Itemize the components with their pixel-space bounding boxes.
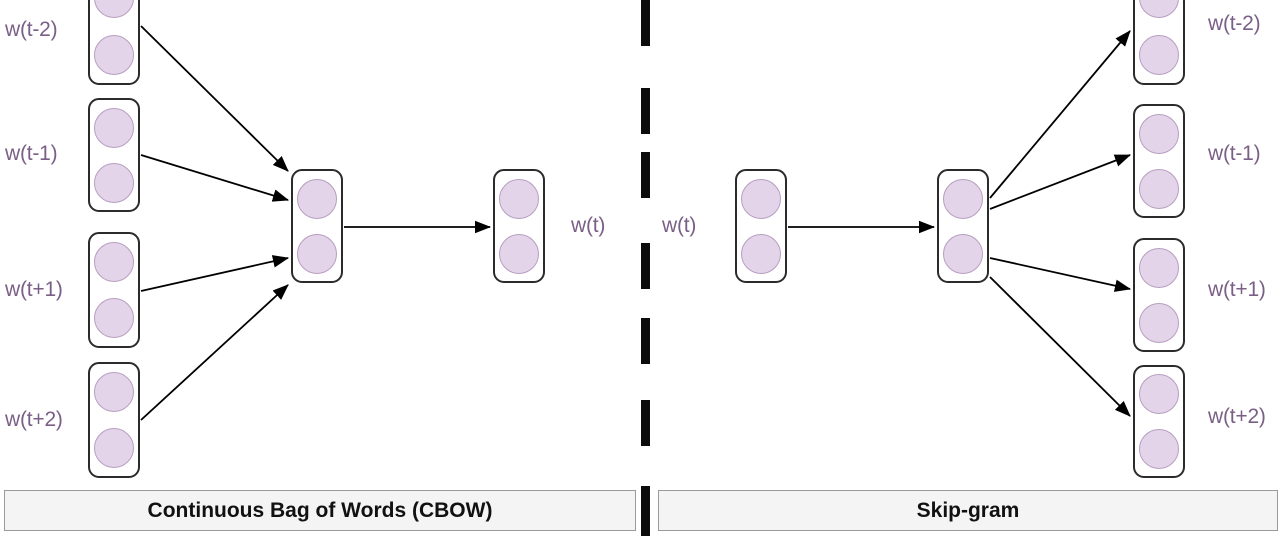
skipgram-caption-bar: Skip-gram — [658, 490, 1278, 531]
cbow-input-label-0: w(t-2) — [5, 18, 58, 41]
cbow-input-box-1[interactable] — [88, 98, 140, 212]
neuron — [94, 428, 134, 468]
skipgram-hidden-box[interactable] — [937, 169, 989, 283]
cbow-input-box-3[interactable] — [88, 362, 140, 478]
skipgram-output-box-3[interactable] — [1133, 365, 1185, 478]
cbow-output-label: w(t) — [571, 214, 606, 237]
divider-dash — [641, 318, 650, 364]
cbow-input-label-1: w(t-1) — [5, 142, 58, 165]
neuron — [1139, 302, 1179, 343]
skipgram-output-box-0[interactable] — [1133, 0, 1185, 85]
neuron — [1139, 0, 1179, 18]
neuron — [94, 34, 134, 75]
cbow-input-to-hidden-arrows — [140, 25, 290, 421]
neuron — [297, 233, 337, 274]
neuron — [94, 162, 134, 203]
skipgram-output-box-1[interactable] — [1133, 104, 1185, 218]
neuron — [741, 233, 781, 274]
cbow-input-label-2: w(t+1) — [5, 278, 63, 301]
cbow-input-box-2[interactable] — [88, 232, 140, 348]
neuron — [1139, 247, 1179, 288]
neuron — [1139, 428, 1179, 469]
skipgram-output-label-0: w(t-2) — [1208, 12, 1261, 35]
neuron — [1139, 168, 1179, 209]
divider-dash — [641, 88, 650, 134]
divider-dash — [641, 243, 650, 289]
skipgram-output-label-1: w(t-1) — [1208, 142, 1261, 165]
cbow-hidden-box[interactable] — [291, 169, 343, 283]
neuron — [1139, 113, 1179, 154]
neuron — [297, 178, 337, 219]
neuron — [94, 298, 134, 338]
skipgram-input-box[interactable] — [735, 169, 787, 283]
neuron — [499, 178, 539, 219]
neuron — [943, 178, 983, 219]
cbow-caption-bar: Continuous Bag of Words (CBOW) — [4, 490, 636, 531]
neuron — [1139, 374, 1179, 415]
divider-dash — [641, 400, 650, 446]
divider-dash — [641, 0, 650, 46]
skipgram-caption-text: Skip-gram — [916, 498, 1020, 522]
skipgram-hidden-to-output-arrows — [989, 30, 1132, 417]
neuron — [1139, 34, 1179, 75]
neuron — [94, 372, 134, 412]
neuron — [94, 107, 134, 148]
skipgram-output-box-2[interactable] — [1133, 238, 1185, 352]
divider-dash — [641, 152, 650, 198]
neuron — [741, 178, 781, 219]
divider-dash — [641, 486, 650, 536]
cbow-input-box-0[interactable] — [88, 0, 140, 85]
skipgram-output-label-2: w(t+1) — [1208, 278, 1266, 301]
neuron — [499, 233, 539, 274]
skipgram-output-label-3: w(t+2) — [1208, 405, 1266, 428]
cbow-output-box[interactable] — [493, 169, 545, 283]
neuron — [94, 0, 134, 18]
skipgram-input-label: w(t) — [662, 214, 697, 237]
cbow-input-label-3: w(t+2) — [5, 408, 63, 431]
neuron — [94, 242, 134, 282]
cbow-caption-text: Continuous Bag of Words (CBOW) — [147, 498, 493, 522]
neuron — [943, 233, 983, 274]
